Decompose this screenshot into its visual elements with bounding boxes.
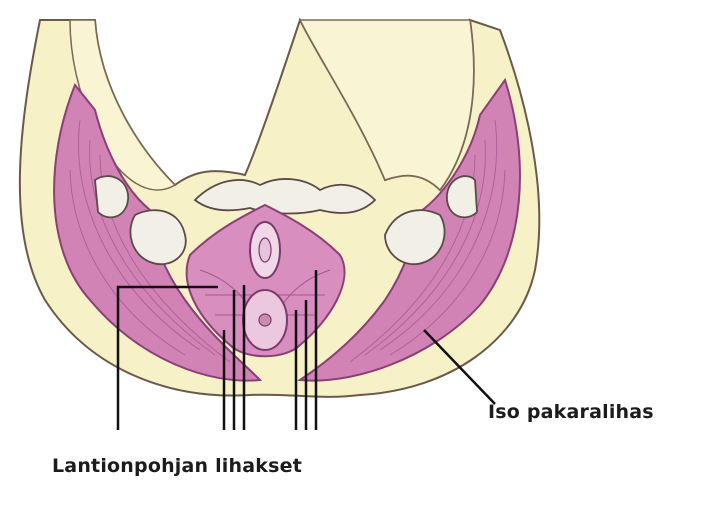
gluteus-maximus-label: Iso pakaralihas [488,401,654,423]
pelvic-floor-muscles-label: Lantionpohjan lihakset [52,455,302,477]
